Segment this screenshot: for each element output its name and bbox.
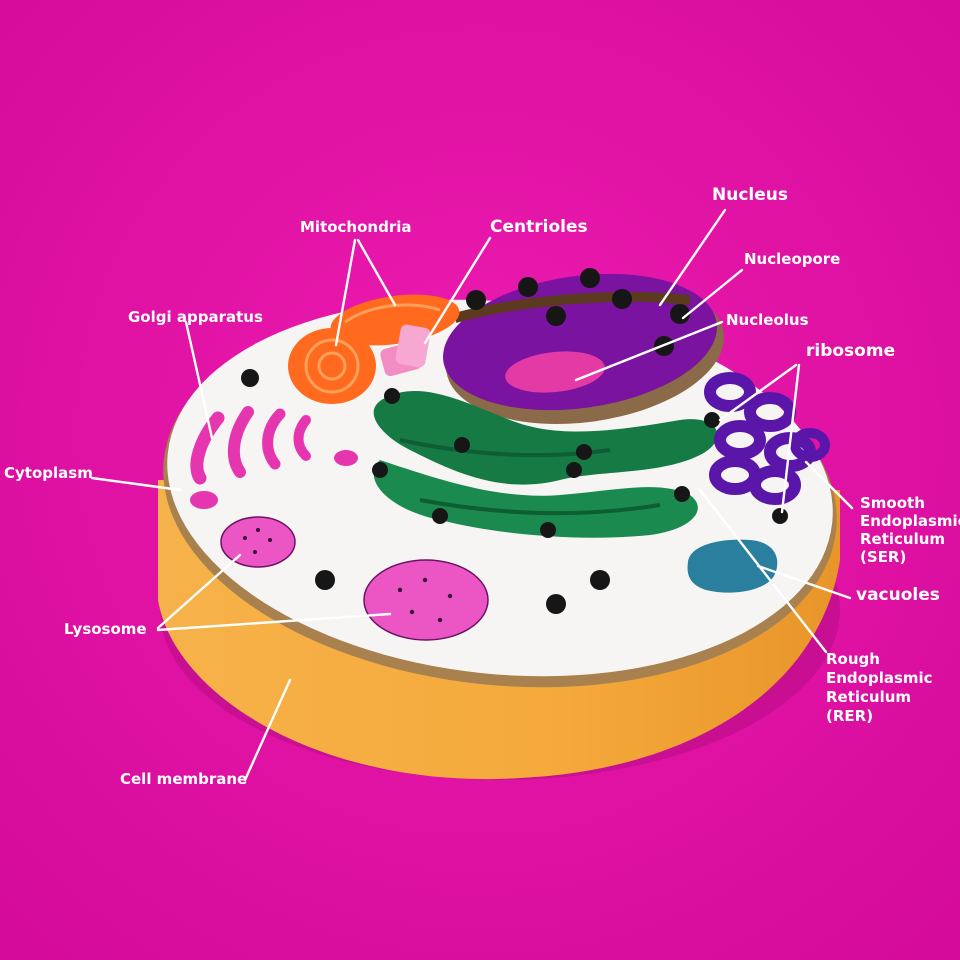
rer-fold: [373, 390, 718, 485]
leader-nucleolus: [574, 320, 724, 382]
free-ribosomes: [241, 369, 610, 614]
centriole: [395, 324, 431, 368]
centrioles-shape: [380, 324, 431, 377]
label-rer-3: Reticulum: [826, 688, 911, 706]
nucleopore-bead: [546, 306, 566, 326]
label-ser-1: Smooth: [860, 494, 925, 512]
lysosome-dot: [447, 593, 453, 599]
golgi-cisterna: [190, 411, 225, 485]
lysosome-dot: [422, 577, 428, 583]
ribosome-bead: [315, 570, 335, 590]
ribosome-bead: [241, 369, 259, 387]
leader-mitochondria-2: [356, 238, 397, 307]
label-ser-2: Endoplasmic: [860, 512, 960, 530]
ribosome-bead: [432, 508, 448, 524]
leader-cell-membrane: [243, 678, 292, 782]
ribosome-bead: [454, 437, 470, 453]
label-vacuoles: vacuoles: [856, 585, 940, 605]
lysosome-dot: [256, 528, 260, 532]
leader-rer: [698, 488, 828, 654]
label-rer-1: Rough: [826, 650, 880, 668]
leader-ribosome-2: [780, 363, 801, 514]
leader-centrioles: [423, 236, 492, 345]
lysosome-small: [220, 516, 296, 568]
leader-vacuoles: [756, 564, 852, 600]
label-mitochondria: Mitochondria: [300, 218, 412, 236]
nucleopore-bead: [612, 289, 632, 309]
label-cytoplasm: Cytoplasm: [4, 464, 93, 482]
golgi-vesicle: [190, 491, 218, 509]
nucleus: [443, 268, 724, 425]
label-centrioles: Centrioles: [490, 217, 588, 237]
nucleopore-bead: [466, 290, 486, 310]
ribosome-bead: [384, 388, 400, 404]
leader-lysosome-1: [156, 553, 242, 630]
vacuole-shape: [687, 539, 778, 593]
lysosome-dot: [437, 617, 443, 623]
leader-golgi: [184, 320, 214, 440]
label-ser-3: Reticulum: [860, 530, 945, 548]
lysosome-dot: [409, 609, 415, 615]
nucleolus-shape: [505, 351, 605, 393]
nucleopore-bead: [580, 268, 600, 288]
ribosome-bead: [576, 444, 592, 460]
ser-loop: [749, 465, 801, 505]
leader-mitochondria-1: [334, 238, 357, 347]
nucleopore-bead: [518, 277, 538, 297]
leader-ser: [804, 460, 854, 510]
lysosome-dot: [243, 536, 247, 540]
mitochondrion: [288, 328, 376, 404]
ser-loop: [744, 392, 796, 432]
label-golgi: Golgi apparatus: [128, 308, 263, 326]
leader-nucleus: [658, 208, 727, 307]
ribosome-bead: [772, 508, 788, 524]
mitochondrion-cristae: [317, 351, 347, 381]
label-nucleopore: Nucleopore: [744, 250, 840, 268]
labels: Nucleus Nucleopore Nucleolus ribosome Ce…: [4, 185, 960, 788]
ribosome-bead: [566, 462, 582, 478]
mitochondrion-cristae: [344, 303, 441, 324]
label-nucleus: Nucleus: [712, 185, 788, 205]
ribosome-bead: [590, 570, 610, 590]
nucleopore-bead: [670, 304, 690, 324]
golgi-apparatus-shape: [190, 406, 358, 509]
label-ser-4: (SER): [860, 548, 906, 566]
lysosome-dot: [397, 587, 403, 593]
lysosome-large: [363, 559, 489, 641]
golgi-vesicle: [334, 450, 358, 466]
nuclear-envelope-edge: [453, 291, 691, 323]
ser-loop: [714, 420, 766, 460]
label-rer-2: Endoplasmic: [826, 669, 933, 687]
ser-loop: [704, 372, 756, 412]
leader-lysosome-2: [156, 612, 392, 632]
golgi-cisterna: [293, 415, 311, 461]
rer-fold: [373, 460, 698, 538]
ribosome-bead: [546, 594, 566, 614]
label-rer-4: (RER): [826, 707, 873, 725]
leader-nucleopore: [681, 268, 744, 320]
ribosome-bead: [674, 486, 690, 502]
golgi-cisterna: [227, 406, 254, 478]
ribosome-bead: [540, 522, 556, 538]
rough-er-shape: [372, 388, 720, 538]
label-lysosome: Lysosome: [64, 620, 147, 638]
lysosome-dot: [268, 538, 272, 542]
smooth-er-shape: [704, 372, 830, 524]
ser-loop: [790, 428, 830, 462]
mitochondrion-cristae: [304, 338, 360, 394]
label-nucleolus: Nucleolus: [726, 311, 809, 329]
rer-groove: [419, 498, 661, 516]
ribosome-bead: [372, 462, 388, 478]
ribosome-bead: [704, 412, 720, 428]
lysosome-dot: [253, 550, 257, 554]
label-cell-membrane: Cell membrane: [120, 770, 247, 788]
golgi-cisterna: [262, 408, 286, 470]
leader-lines: [90, 208, 854, 782]
leader-ribosome-1: [718, 363, 798, 422]
label-ribosome: ribosome: [806, 341, 895, 361]
leader-cytoplasm: [90, 476, 182, 492]
